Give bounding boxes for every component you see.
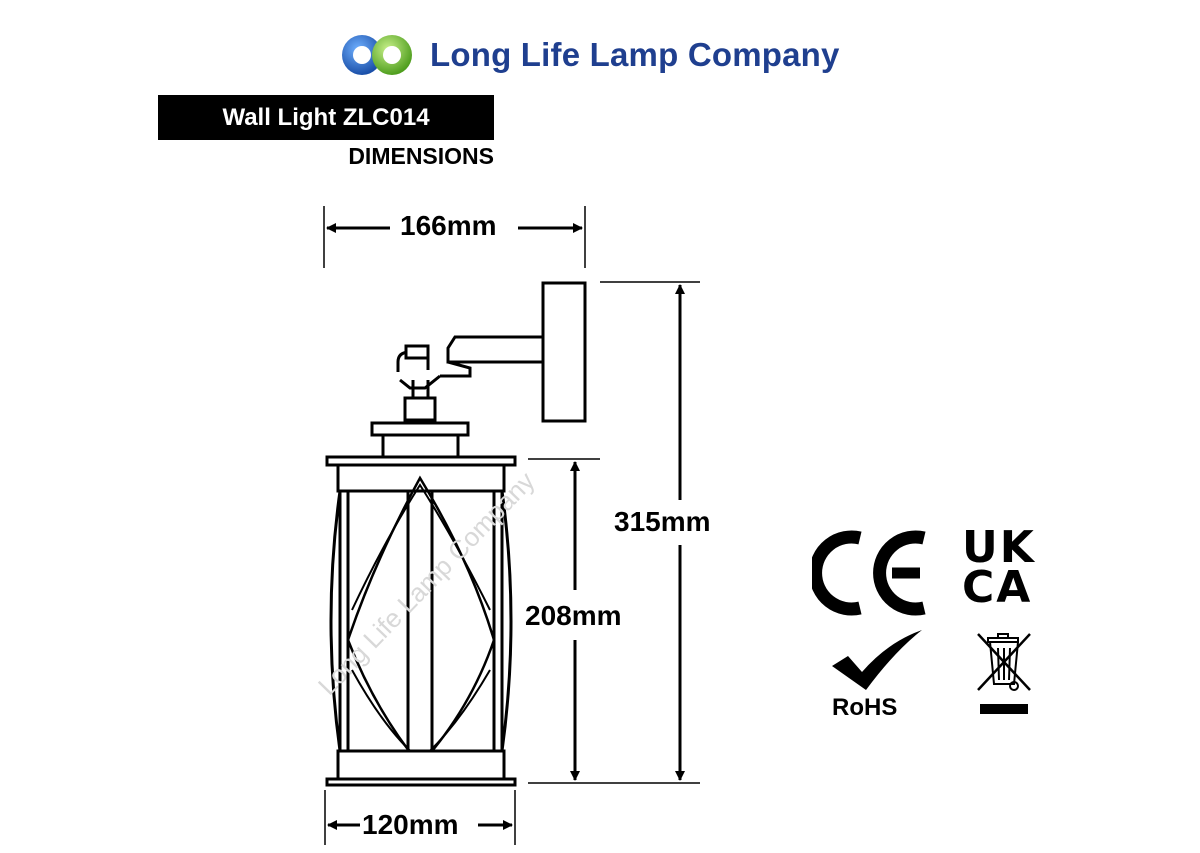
lamp-outline xyxy=(325,281,587,787)
ce-mark-icon xyxy=(812,530,926,616)
rohs-check-icon xyxy=(832,630,922,690)
ukca-mark-icon: UK CA xyxy=(962,522,1048,613)
twin-rings-logo-icon xyxy=(342,35,412,75)
dim-width-top: 166mm xyxy=(400,210,497,241)
lamp-base xyxy=(336,749,506,781)
company-name: Long Life Lamp Company xyxy=(430,36,840,73)
lamp-cap xyxy=(370,421,470,437)
ukca-line-1: UK xyxy=(962,522,1036,573)
wall-arm xyxy=(446,335,545,364)
section-subtitle: DIMENSIONS xyxy=(348,143,494,169)
dim-width-base: 120mm xyxy=(362,809,459,840)
weee-crossed-bin-icon xyxy=(977,633,1031,714)
dimension-lines xyxy=(323,206,700,845)
dim-height-body: 208mm xyxy=(525,600,622,632)
ukca-line-2: CA xyxy=(962,562,1033,613)
header: Long Life Lamp Company xyxy=(340,30,840,80)
dim-height-total: 315mm xyxy=(614,506,711,537)
rohs-label: RoHS xyxy=(832,694,898,721)
wall-plate xyxy=(541,281,587,423)
product-name: Wall Light ZLC014 xyxy=(222,103,430,131)
product-title-bar: Wall Light ZLC014 xyxy=(158,95,494,140)
